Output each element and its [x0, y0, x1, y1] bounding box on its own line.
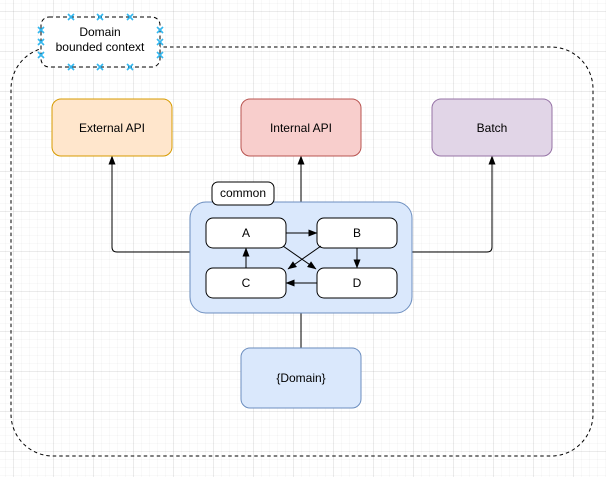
- selection-handle-icon: [37, 38, 45, 46]
- domain-label: {Domain}: [276, 371, 325, 385]
- edge-common-to-batch[interactable]: [412, 155, 496, 253]
- selection-handle-icon: [156, 51, 164, 59]
- module-d-label: D: [353, 276, 362, 290]
- selection-handle-icon: [156, 38, 164, 46]
- common-group-label: common: [220, 186, 266, 200]
- selection-handle-icon: [67, 63, 75, 71]
- edge-b-to-c[interactable]: [287, 245, 322, 270]
- selection-handle-icon: [96, 63, 104, 71]
- batch-label: Batch: [477, 121, 508, 135]
- node-internal-api[interactable]: Internal API: [240, 98, 362, 157]
- edge-a-to-d[interactable]: [282, 245, 317, 270]
- context-label-line2: bounded context: [56, 40, 145, 54]
- context-label-line1: Domain: [79, 25, 120, 39]
- node-domain[interactable]: {Domain}: [240, 347, 362, 409]
- selection-handle-icon: [126, 63, 134, 71]
- context-label-box[interactable]: Domain bounded context: [40, 16, 161, 68]
- module-c-label: C: [242, 276, 251, 290]
- node-module-c[interactable]: C: [205, 267, 287, 299]
- node-module-d[interactable]: D: [316, 267, 398, 299]
- selection-handles: [37, 13, 164, 71]
- selection-handle-icon: [37, 51, 45, 59]
- module-a-label: A: [242, 226, 250, 240]
- selection-handle-icon: [96, 13, 104, 21]
- selection-handle-icon: [126, 13, 134, 21]
- node-module-a[interactable]: A: [205, 217, 287, 249]
- selection-handle-icon: [67, 13, 75, 21]
- external-api-label: External API: [79, 121, 145, 135]
- edge-common-to-external-api[interactable]: [108, 155, 190, 253]
- node-module-b[interactable]: B: [316, 217, 398, 249]
- common-group-tag[interactable]: common: [211, 181, 275, 206]
- node-batch[interactable]: Batch: [431, 98, 553, 157]
- bounded-context-frame[interactable]: [10, 46, 594, 457]
- internal-api-label: Internal API: [270, 121, 332, 135]
- node-external-api[interactable]: External API: [51, 98, 173, 157]
- selection-handle-icon: [37, 26, 45, 34]
- module-b-label: B: [353, 226, 361, 240]
- selection-handle-icon: [156, 26, 164, 34]
